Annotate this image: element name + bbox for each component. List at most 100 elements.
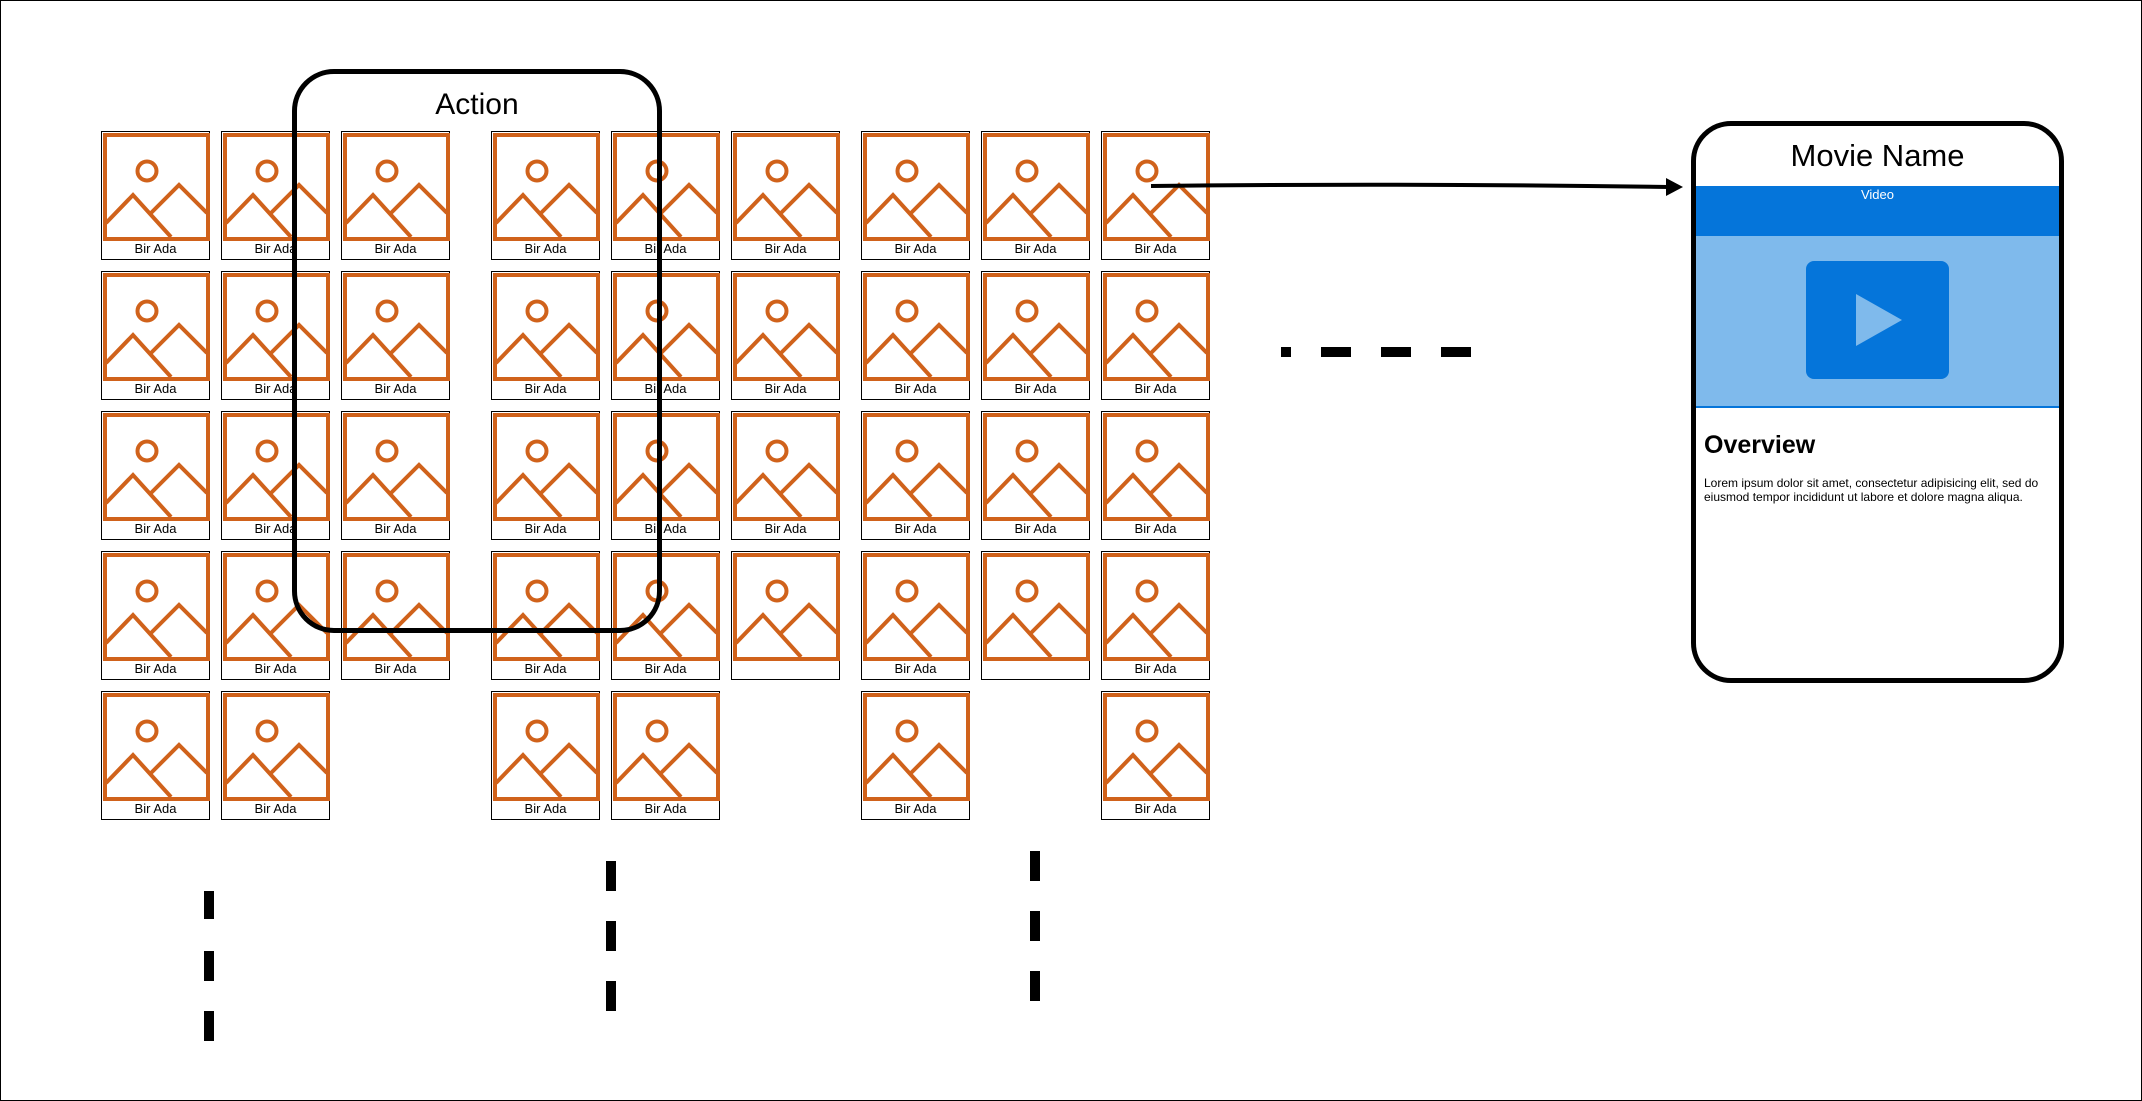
poster-card[interactable]: Bir Ada — [491, 411, 600, 540]
poster-caption: Bir Ada — [374, 381, 417, 396]
poster-card[interactable]: Bir Ada — [341, 411, 450, 540]
poster-card[interactable]: Bir Ada — [101, 271, 210, 400]
poster-card[interactable]: Bir Ada — [731, 271, 840, 400]
poster-card[interactable]: Bir Ada — [861, 691, 970, 820]
image-placeholder-icon — [103, 133, 210, 241]
poster-card[interactable] — [981, 551, 1090, 680]
image-placeholder-icon — [1103, 133, 1210, 241]
poster-card[interactable]: Bir Ada — [861, 271, 970, 400]
video-header-bar: Video — [1696, 186, 2059, 236]
image-placeholder-icon — [343, 133, 450, 241]
poster-caption: Bir Ada — [644, 801, 687, 816]
poster-caption: Bir Ada — [134, 801, 177, 816]
image-placeholder-icon — [983, 273, 1090, 381]
poster-card[interactable]: Bir Ada — [1101, 131, 1210, 260]
image-placeholder-icon — [613, 413, 720, 521]
poster-caption: Bir Ada — [374, 521, 417, 536]
image-placeholder-icon — [1103, 413, 1210, 521]
video-player[interactable] — [1696, 236, 2059, 408]
action-category-title: Action — [435, 88, 519, 121]
image-placeholder-icon — [733, 553, 840, 661]
poster-caption: Bir Ada — [1134, 521, 1177, 536]
poster-card[interactable]: Bir Ada — [221, 691, 330, 820]
poster-card[interactable]: Bir Ada — [101, 411, 210, 540]
poster-card[interactable]: Bir Ada — [101, 551, 210, 680]
poster-caption: Bir Ada — [764, 381, 807, 396]
poster-caption: Bir Ada — [894, 521, 937, 536]
poster-card[interactable]: Bir Ada — [1101, 551, 1210, 680]
poster-caption: Bir Ada — [644, 521, 687, 536]
image-placeholder-icon — [863, 133, 970, 241]
poster-caption: Bir Ada — [134, 521, 177, 536]
poster-caption: Bir Ada — [254, 241, 297, 256]
poster-card[interactable]: Bir Ada — [101, 131, 210, 260]
action-category-group[interactable]: Action — [292, 69, 662, 633]
image-placeholder-icon — [103, 273, 210, 381]
poster-card[interactable]: Bir Ada — [611, 271, 720, 400]
poster-caption: Bir Ada — [1134, 381, 1177, 396]
poster-card[interactable]: Bir Ada — [611, 131, 720, 260]
poster-card[interactable]: Bir Ada — [861, 411, 970, 540]
image-placeholder-icon — [223, 273, 330, 381]
poster-card[interactable]: Bir Ada — [1101, 691, 1210, 820]
image-placeholder-icon — [863, 413, 970, 521]
poster-caption: Bir Ada — [1014, 241, 1057, 256]
poster-card[interactable]: Bir Ada — [491, 691, 600, 820]
poster-caption: Bir Ada — [134, 381, 177, 396]
poster-caption: Bir Ada — [764, 241, 807, 256]
poster-card[interactable]: Bir Ada — [731, 411, 840, 540]
poster-caption: Bir Ada — [134, 241, 177, 256]
poster-card[interactable]: Bir Ada — [861, 131, 970, 260]
poster-caption: Bir Ada — [644, 381, 687, 396]
poster-card[interactable]: Bir Ada — [491, 551, 600, 680]
poster-card[interactable]: Bir Ada — [341, 131, 450, 260]
poster-card[interactable]: Bir Ada — [981, 271, 1090, 400]
poster-caption: Bir Ada — [254, 381, 297, 396]
image-placeholder-icon — [733, 273, 840, 381]
arrow-head — [1666, 178, 1683, 196]
poster-card[interactable] — [731, 551, 840, 680]
image-placeholder-icon — [733, 413, 840, 521]
image-placeholder-icon — [223, 693, 330, 801]
poster-card[interactable]: Bir Ada — [861, 551, 970, 680]
poster-card[interactable]: Bir Ada — [221, 411, 330, 540]
poster-caption: Bir Ada — [644, 661, 687, 676]
poster-card[interactable]: Bir Ada — [1101, 271, 1210, 400]
image-placeholder-icon — [613, 693, 720, 801]
image-placeholder-icon — [103, 693, 210, 801]
poster-caption: Bir Ada — [524, 521, 567, 536]
image-placeholder-icon — [493, 133, 600, 241]
overview-text: Lorem ipsum dolor sit amet, consectetur … — [1704, 476, 2039, 504]
image-placeholder-icon — [493, 693, 600, 801]
poster-card[interactable]: Bir Ada — [981, 411, 1090, 540]
poster-caption: Bir Ada — [894, 381, 937, 396]
poster-card[interactable]: Bir Ada — [611, 411, 720, 540]
poster-card[interactable]: Bir Ada — [341, 551, 450, 680]
image-placeholder-icon — [1103, 693, 1210, 801]
poster-card[interactable]: Bir Ada — [981, 131, 1090, 260]
poster-card[interactable]: Bir Ada — [491, 271, 600, 400]
poster-card[interactable]: Bir Ada — [101, 691, 210, 820]
poster-caption: Bir Ada — [524, 661, 567, 676]
play-button[interactable] — [1806, 261, 1949, 379]
poster-caption: Bir Ada — [374, 661, 417, 676]
image-placeholder-icon — [343, 273, 450, 381]
poster-card[interactable]: Bir Ada — [1101, 411, 1210, 540]
poster-caption: Bir Ada — [894, 241, 937, 256]
image-placeholder-icon — [983, 413, 1090, 521]
poster-card[interactable]: Bir Ada — [731, 131, 840, 260]
poster-card[interactable]: Bir Ada — [611, 691, 720, 820]
poster-card[interactable]: Bir Ada — [491, 131, 600, 260]
image-placeholder-icon — [733, 133, 840, 241]
image-placeholder-icon — [983, 133, 1090, 241]
poster-card[interactable]: Bir Ada — [221, 271, 330, 400]
poster-card[interactable]: Bir Ada — [341, 271, 450, 400]
image-placeholder-icon — [343, 553, 450, 661]
poster-caption: Bir Ada — [524, 801, 567, 816]
poster-card[interactable]: Bir Ada — [221, 131, 330, 260]
image-placeholder-icon — [1103, 273, 1210, 381]
image-placeholder-icon — [343, 413, 450, 521]
poster-caption: Bir Ada — [1014, 521, 1057, 536]
image-placeholder-icon — [493, 553, 600, 661]
